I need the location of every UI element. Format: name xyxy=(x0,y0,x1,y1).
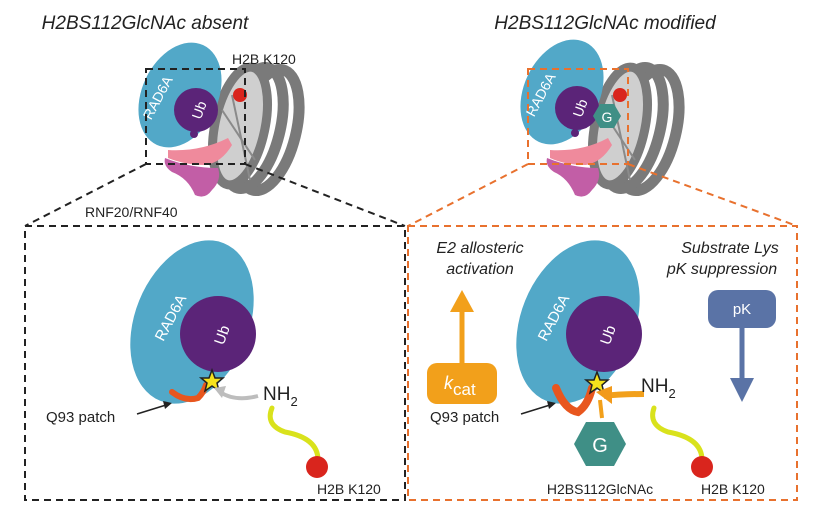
g-detail-label: G xyxy=(592,435,608,457)
right-zoom-line-left xyxy=(407,163,529,227)
ub-detail-label: Ub xyxy=(597,323,620,347)
q93-patch-shape xyxy=(169,382,209,403)
substrate-label-line1: Substrate Lys xyxy=(681,240,779,257)
right-zoom-line-right xyxy=(627,163,798,227)
ub-label: Ub xyxy=(569,97,590,119)
k120-detail-dot xyxy=(306,456,328,478)
rnf20-shape xyxy=(168,138,232,165)
k120-detail-dot xyxy=(691,456,713,478)
left-overview-complex: RAD6A Ub H2B K120 RNF20/RNF40 xyxy=(85,42,305,220)
k120-detail-label: H2B K120 xyxy=(701,481,765,497)
left-panel: H2BS112GlcNAc absent RAD6A Ub H2B K xyxy=(24,13,406,501)
nh2-label: NH2 xyxy=(641,376,676,401)
ub-detail-label: Ub xyxy=(211,323,234,347)
rnf40-shape xyxy=(546,158,600,197)
k120-detail-label: H2B K120 xyxy=(317,481,381,497)
nh2-label: NH2 xyxy=(263,384,298,409)
k120-dot xyxy=(233,88,247,102)
kcat-up-arrow-head xyxy=(450,290,474,312)
right-overview-complex: RAD6A Ub G xyxy=(520,39,685,197)
left-detail-box xyxy=(24,225,406,501)
e2-label-line1: E2 allosteric xyxy=(436,240,523,257)
right-panel: H2BS112GlcNAc modified RAD6A Ub G xyxy=(407,13,798,501)
ub-label: Ub xyxy=(188,99,209,121)
q93-pointer-arrow xyxy=(547,401,556,409)
substrate-tail xyxy=(650,405,705,463)
q93-label: Q93 patch xyxy=(46,409,115,426)
pk-box xyxy=(708,290,776,328)
pk-down-arrow-head xyxy=(730,378,754,402)
substrate-label-line2: pK suppression xyxy=(666,261,777,278)
rnf-label: RNF20/RNF40 xyxy=(85,204,178,220)
substrate-tail xyxy=(267,405,321,463)
star-icon xyxy=(583,369,611,395)
star-icon xyxy=(198,367,226,393)
q93-pointer-arrow xyxy=(163,401,172,409)
glcnac-label: H2BS112GlcNAc xyxy=(547,481,653,497)
g-label: G xyxy=(602,109,613,125)
k120-label: H2B K120 xyxy=(232,51,296,67)
glcnac-hexagon xyxy=(574,422,626,466)
right-zoom-box xyxy=(527,68,629,165)
ub-detail-shape xyxy=(566,296,642,372)
k120-dot xyxy=(613,88,627,102)
right-detail-box xyxy=(407,225,798,501)
ub-shape xyxy=(174,88,218,132)
rnf40-shape xyxy=(164,158,220,197)
pk-label: pK xyxy=(733,301,751,318)
ub-shape xyxy=(555,86,599,130)
glcnac-hexagon xyxy=(593,104,621,128)
e2-label-line2: activation xyxy=(446,261,514,278)
left-detail: RAD6A Ub NH2 H2B K120 Q93 patch xyxy=(46,240,381,497)
nucleosome xyxy=(208,61,305,197)
q93-patch-shape xyxy=(552,384,596,417)
right-detail: E2 allosteric activation kcat Substrate … xyxy=(427,240,779,497)
left-panel-title: H2BS112GlcNAc absent xyxy=(42,13,249,34)
gray-arrow-head xyxy=(214,386,226,398)
left-zoom-box xyxy=(145,68,246,165)
left-zoom-line-right xyxy=(244,163,406,227)
orange-arrow-head xyxy=(596,386,612,404)
right-panel-title: H2BS112GlcNAc modified xyxy=(494,13,717,34)
ub-detail-shape xyxy=(180,296,256,372)
kcat-box xyxy=(427,363,497,404)
kcat-label: kcat xyxy=(444,373,476,399)
rnf20-shape xyxy=(550,138,612,165)
q93-label: Q93 patch xyxy=(430,409,499,426)
left-zoom-line-left xyxy=(24,163,147,227)
